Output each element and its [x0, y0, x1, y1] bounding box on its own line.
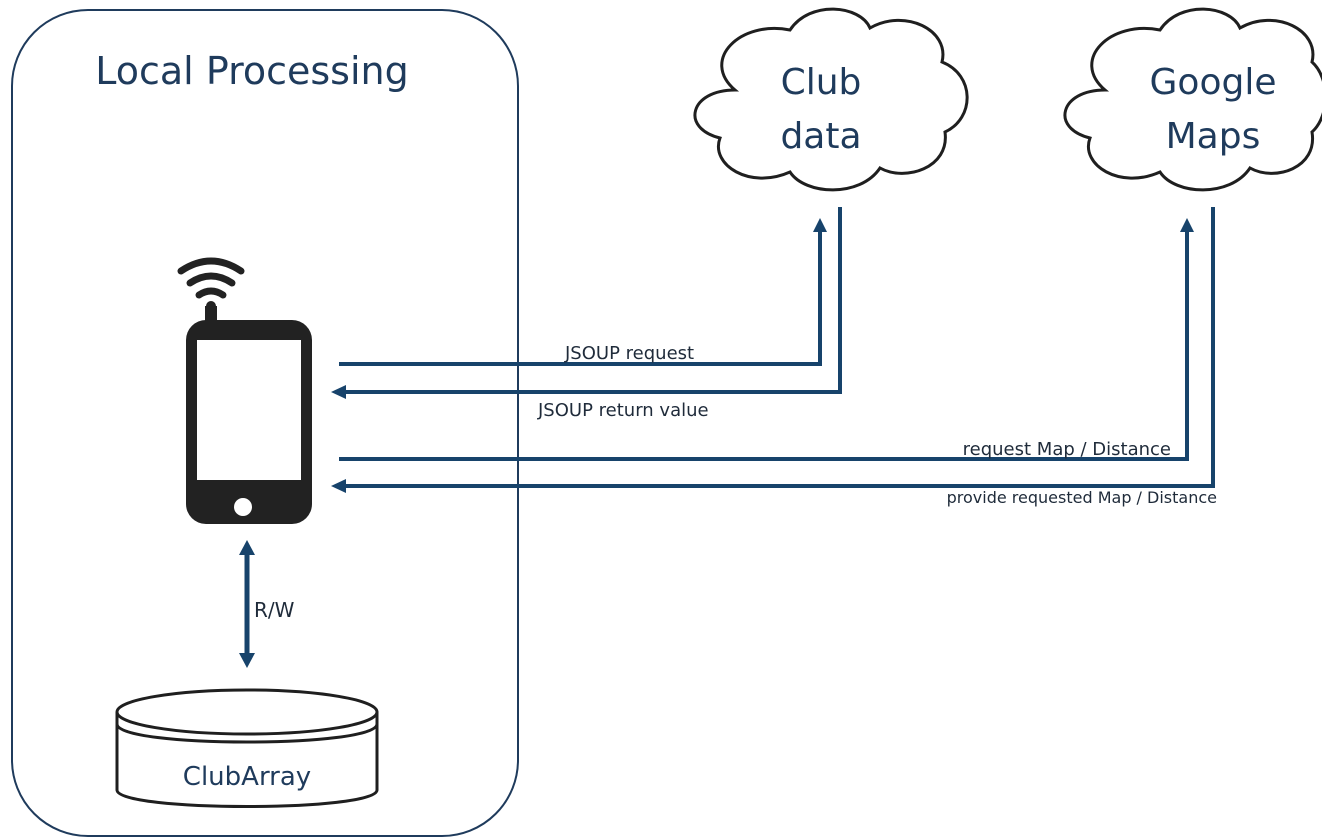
clubarray-database: ClubArray [115, 688, 379, 808]
smartphone-icon [177, 257, 312, 524]
cloud-icon [1063, 7, 1322, 192]
jsoup-return-label: JSOUP return value [537, 400, 709, 421]
local-processing-title: Local Processing [95, 49, 408, 93]
jsoup-request-arrow: JSOUP request [339, 218, 827, 366]
google-cloud-line1: Google [1150, 62, 1277, 103]
club-cloud-line2: data [780, 116, 861, 157]
wifi-icon [177, 257, 245, 299]
rw-arrow: R/W [239, 540, 295, 668]
jsoup-return-arrow: JSOUP return value [331, 207, 842, 421]
rw-label: R/W [254, 598, 295, 622]
club-cloud-line1: Club [781, 62, 862, 103]
local-processing-box: Local Processing [11, 9, 519, 837]
provide-map-label: provide requested Map / Distance [947, 488, 1217, 507]
cloud-icon [693, 7, 969, 192]
request-map-label: request Map / Distance [963, 439, 1171, 460]
clubarray-label: ClubArray [183, 762, 311, 792]
request-map-arrow: request Map / Distance [339, 218, 1194, 461]
google-maps-cloud: Google Maps [1063, 7, 1322, 192]
jsoup-request-label: JSOUP request [564, 343, 694, 364]
provide-map-arrow: provide requested Map / Distance [331, 207, 1217, 507]
club-data-cloud: Club data [693, 7, 969, 192]
google-cloud-line2: Maps [1166, 116, 1261, 157]
